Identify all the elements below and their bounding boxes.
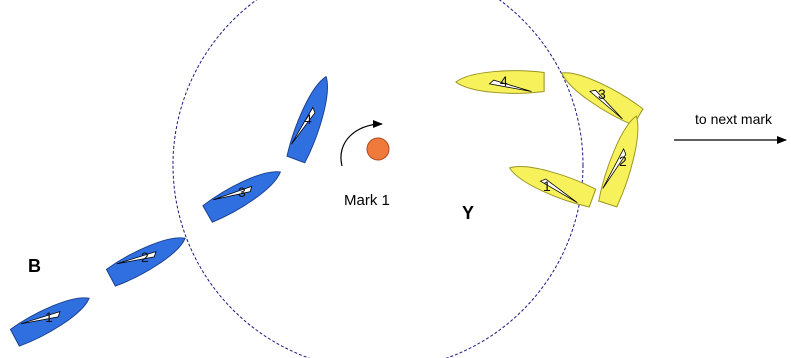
yellow-boat-2-number: 2	[619, 153, 627, 169]
sail	[116, 251, 157, 265]
blue-boat-1	[9, 287, 95, 349]
yellow-team-label: Y	[462, 203, 474, 223]
blue-boat-4-number: 4	[304, 111, 312, 127]
next-mark-label: to next mark	[695, 111, 773, 127]
blue-boat-3-number: 3	[238, 184, 246, 200]
blue-boat-2-number: 2	[141, 249, 149, 265]
yellow-boat-1	[505, 156, 597, 210]
sail	[539, 178, 578, 204]
yellow-boat-3	[555, 62, 645, 128]
sail	[488, 79, 532, 92]
yellow-boat-4	[455, 70, 545, 94]
blue-boat-4	[284, 72, 338, 164]
blue-boat-3	[201, 161, 287, 225]
yellow-boat-4-number: 4	[500, 73, 508, 89]
yellow-boat-2	[596, 112, 648, 208]
blue-team-label: B	[28, 256, 41, 276]
mark-label: Mark 1	[344, 192, 390, 209]
yellow-boat-3-number: 3	[598, 86, 606, 102]
sail	[602, 148, 627, 189]
rounding-direction-arrow	[340, 120, 383, 167]
yellow-boat-1-number: 1	[543, 178, 551, 194]
sail	[290, 106, 316, 145]
zone-circle	[172, 0, 584, 358]
blue-boat-2	[105, 227, 191, 289]
sail	[213, 185, 253, 201]
blue-boat-1-number: 1	[45, 309, 53, 325]
mark-buoy	[366, 137, 390, 161]
sail	[20, 311, 61, 325]
sail	[589, 89, 623, 120]
